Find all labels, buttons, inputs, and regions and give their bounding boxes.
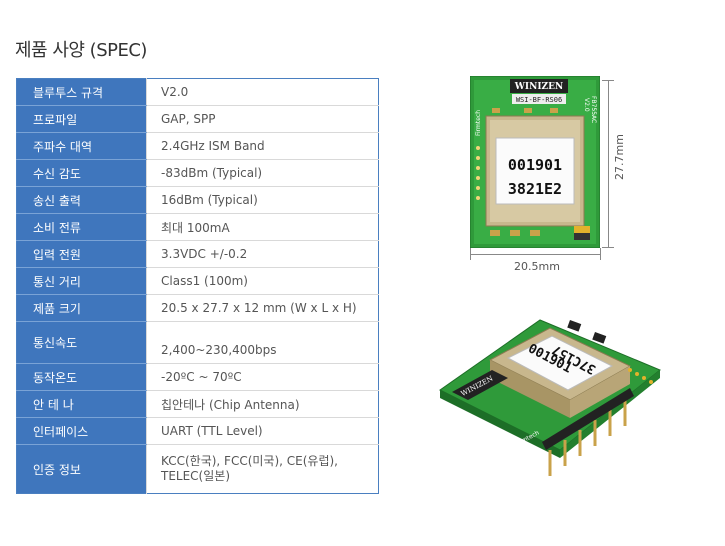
width-dimension-line — [470, 248, 601, 260]
page-title: 제품 사양 (SPEC) — [15, 40, 147, 61]
spec-key: 블루투스 규격 — [16, 78, 147, 106]
spec-key: 제품 크기 — [16, 294, 147, 322]
spec-key: 안 테 나 — [16, 390, 147, 418]
spec-key: 통신 거리 — [16, 267, 147, 295]
label-line1: 001901 — [508, 156, 562, 174]
spec-value: 20.5 x 27.7 x 12 mm (W x L x H) — [146, 294, 379, 322]
table-row: 동작온도-20ºC ~ 70ºC — [16, 363, 379, 391]
spec-value: UART (TTL Level) — [146, 417, 379, 445]
spec-key: 주파수 대역 — [16, 132, 147, 160]
spec-key: 수신 감도 — [16, 159, 147, 187]
table-row: 인증 정보 KCC(한국), FCC(미국), CE(유럽), TELEC(일본… — [16, 444, 379, 494]
spec-value: 칩안테나 (Chip Antenna) — [146, 390, 379, 418]
spec-value: GAP, SPP — [146, 105, 379, 133]
side-version-text: V2.0 — [583, 98, 590, 112]
spec-value: 최대 100mA — [146, 213, 379, 241]
table-row: 수신 감도-83dBm (Typical) — [16, 159, 379, 187]
spec-value: 2.4GHz ISM Band — [146, 132, 379, 160]
spec-key: 동작온도 — [16, 363, 147, 391]
spec-value: V2.0 — [146, 78, 379, 106]
spec-value: Class1 (100m) — [146, 267, 379, 295]
spec-key: 송신 출력 — [16, 186, 147, 214]
spec-value: 16dBm (Typical) — [146, 186, 379, 214]
spec-value: -20ºC ~ 70ºC — [146, 363, 379, 391]
spec-value: KCC(한국), FCC(미국), CE(유럽), TELEC(일본) — [146, 444, 379, 494]
spec-key: 인증 정보 — [16, 444, 147, 494]
spec-value: 3.3VDC +/-0.2 — [146, 240, 379, 268]
spec-value: -83dBm (Typical) — [146, 159, 379, 187]
model-text: WSI-BF-RS06 — [516, 96, 562, 104]
spec-key: 통신속도 — [16, 321, 147, 364]
spec-value-line: KCC(한국), FCC(미국), CE(유럽), — [161, 454, 338, 468]
width-dimension-label: 20.5mm — [514, 260, 560, 273]
spec-value-line: TELEC(일본) — [161, 469, 231, 483]
height-dimension-label: 27.7mm — [613, 134, 626, 180]
spec-key: 프로파일 — [16, 105, 147, 133]
spec-value: 2,400~230,400bps — [146, 321, 379, 364]
brand-text: WINIZEN — [514, 82, 563, 92]
label-line2: 3821E2 — [508, 180, 562, 198]
spec-key: 인터페이스 — [16, 417, 147, 445]
side-brand-text: Firmtech — [475, 110, 482, 136]
side-model-text: FB755AC — [590, 96, 597, 123]
module-top-view-image: WINIZEN WSI-BF-RS06 Firmtech FB755AC V2.… — [470, 76, 600, 248]
spec-key: 소비 전류 — [16, 213, 147, 241]
module-3d-view-image: 001901 37C157 WINIZEN Firmtech — [439, 319, 661, 476]
height-dimension-line — [602, 80, 614, 248]
spec-key: 입력 전원 — [16, 240, 147, 268]
